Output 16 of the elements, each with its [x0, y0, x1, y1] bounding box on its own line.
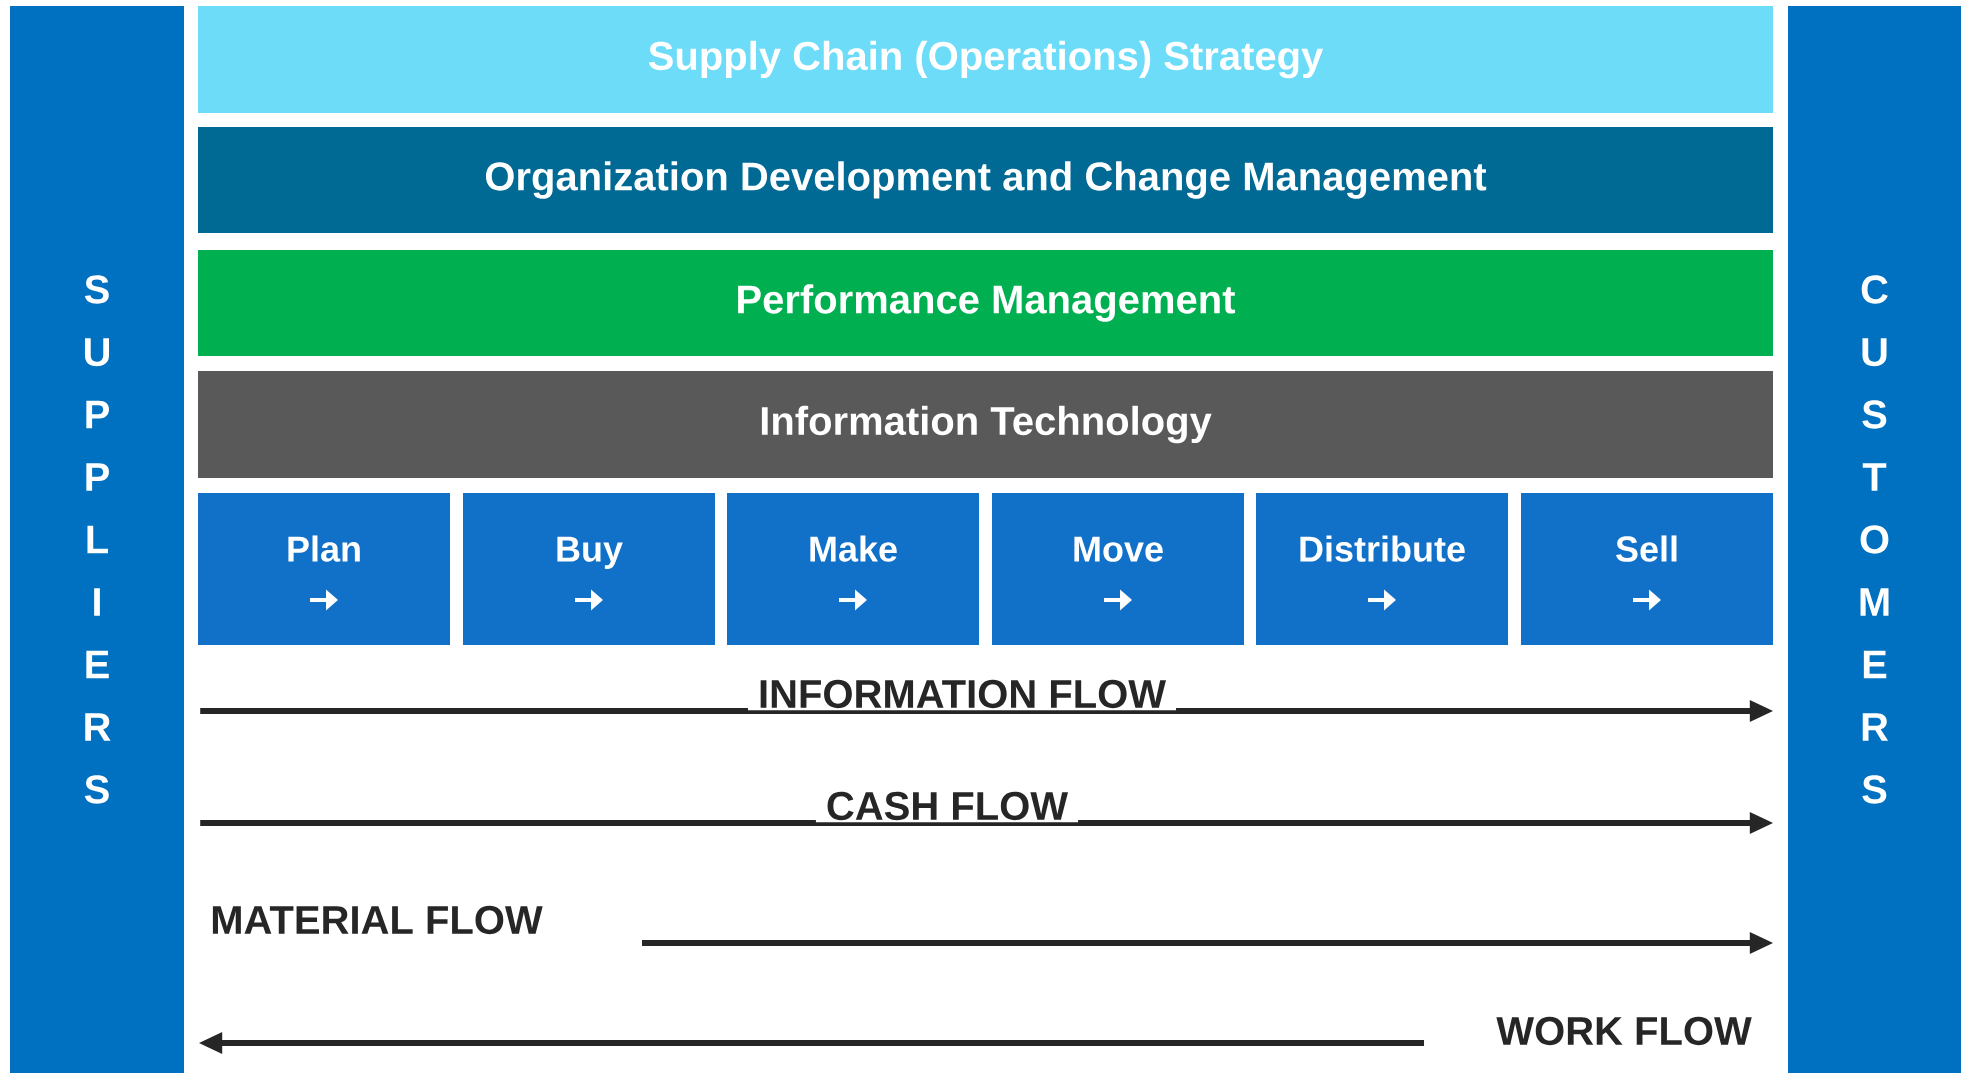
- edge-label: MATERIAL FLOW: [212, 905, 543, 935]
- process-box: Sell: [1521, 493, 1773, 645]
- edge-label: INFORMATION FLOW: [748, 677, 1177, 711]
- process-box: Buy: [463, 493, 715, 645]
- process-box: Plan: [198, 493, 450, 645]
- band-box: Information Technology: [198, 371, 1773, 478]
- process-box: Make: [727, 493, 979, 645]
- band-box: Organization Development and Change Management: [198, 127, 1773, 233]
- process-box: Distribute: [1256, 493, 1508, 645]
- side-bar: CUSTOMERS: [1788, 6, 1961, 1073]
- process-box: Move: [992, 493, 1244, 645]
- edge-label: WORK FLOW: [1496, 1016, 1752, 1046]
- band-box: Supply Chain (Operations) Strategy: [198, 6, 1773, 113]
- band-box: Performance Management: [198, 250, 1773, 356]
- edge-label: CASH FLOW: [815, 789, 1079, 823]
- side-bar: SUPPLIERS: [10, 6, 184, 1073]
